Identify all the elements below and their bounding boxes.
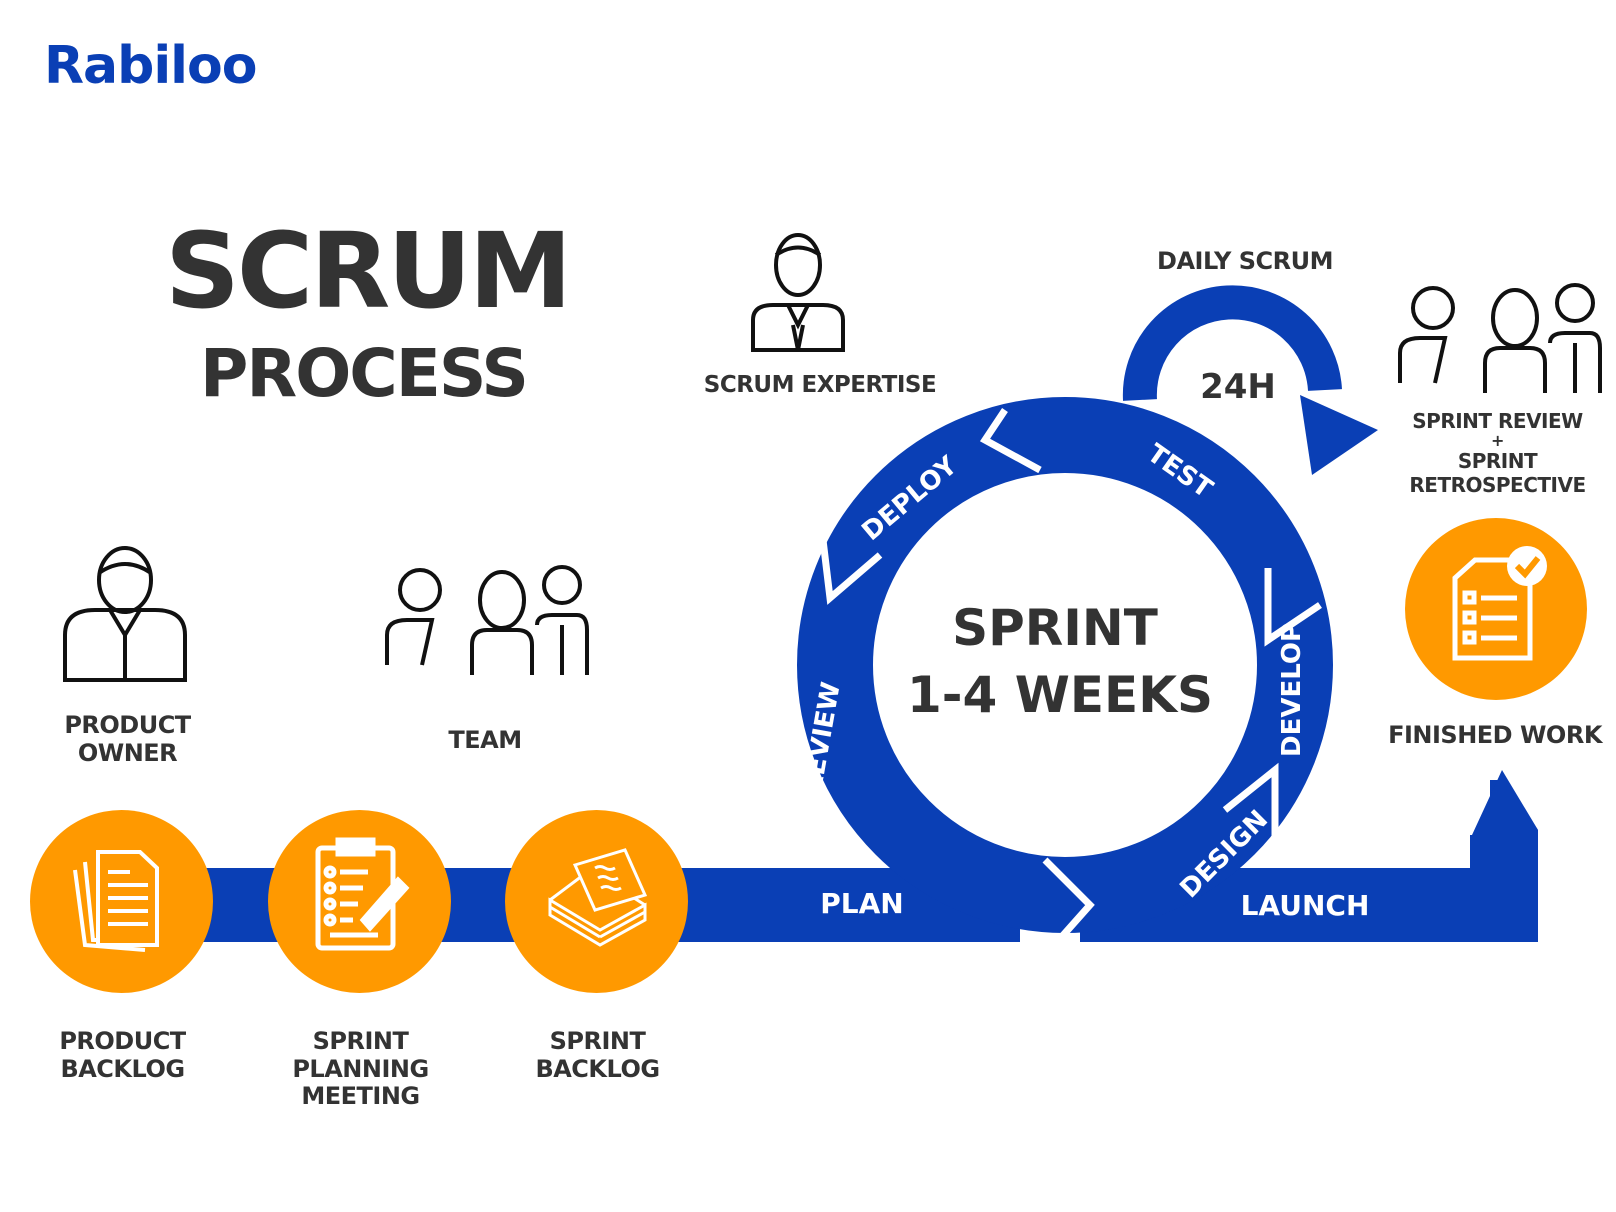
scrum-expertise-label: SCRUM EXPERTISE: [703, 372, 937, 398]
separator: [1264, 568, 1322, 647]
separator: [1222, 762, 1279, 850]
separator: [816, 514, 883, 605]
sprint-review-label: SPRINT REVIEW + SPRINT RETROSPECTIVE: [1390, 409, 1605, 497]
review-group-icon: [1398, 283, 1602, 393]
separator: [1042, 857, 1095, 953]
artifact-sprint-planning: [268, 810, 451, 993]
team-label: TEAM: [448, 726, 522, 754]
title-scrum: SCRUM: [165, 210, 572, 332]
label-line: BACKLOG: [60, 1054, 185, 1083]
product-owner-label: PRODUCT OWNER: [40, 711, 215, 767]
label-line: RETROSPECTIVE: [1409, 473, 1586, 497]
stage-develop: DEVELOP: [1277, 623, 1307, 757]
person-icon: [63, 546, 187, 682]
finished-work-label: FINISHED WORK: [1388, 721, 1602, 749]
launch-arrow: [1080, 780, 1538, 942]
daily-cycle-duration: 24H: [1200, 367, 1276, 407]
label-line: PRODUCT: [64, 711, 191, 739]
title-process: PROCESS: [200, 335, 529, 412]
daily-scrum-label: DAILY SCRUM: [1157, 247, 1333, 275]
label-line: SPRINT: [549, 1027, 646, 1055]
label-line: OWNER: [77, 738, 178, 767]
artifact-label: PRODUCT BACKLOG: [30, 1027, 215, 1083]
sprint-title: SPRINT: [952, 599, 1158, 657]
artifact-sprint-backlog: [505, 810, 688, 993]
label-line: SPRINT: [312, 1027, 409, 1055]
label-line: MEETING: [301, 1082, 420, 1111]
daily-scrum-loop: [1122, 285, 1342, 401]
sprint-duration: 1-4 WEEKS: [907, 666, 1213, 724]
artifact-label: SPRINT PLANNING MEETING: [268, 1027, 453, 1111]
flow-plan: PLAN: [820, 887, 903, 920]
label-line: BACKLOG: [535, 1054, 660, 1083]
label-line: SPRINT REVIEW: [1412, 409, 1583, 433]
paper-stack-icon: [548, 848, 648, 947]
person-tie-icon: [751, 233, 845, 352]
logo-text: Rabiloo: [44, 36, 257, 96]
artifact-product-backlog: [30, 810, 213, 993]
checklist-check-icon: [1452, 546, 1547, 661]
group-icon: [385, 565, 589, 675]
flow-launch: LAUNCH: [1241, 889, 1370, 922]
label-line: SPRINT: [1457, 449, 1538, 473]
separator: [979, 408, 1042, 474]
clipboard-pencil-icon: [315, 837, 410, 951]
daily-scrum-arrowhead: [1300, 395, 1378, 475]
documents-icon: [73, 850, 159, 952]
label-line: +: [1491, 431, 1504, 450]
label-line: PLANNING: [292, 1054, 429, 1083]
finished-work-circle: [1405, 518, 1587, 700]
rabiloo-logo: Rabiloo: [44, 36, 257, 96]
artifact-label: SPRINT BACKLOG: [505, 1027, 690, 1083]
sprint-ring: [797, 397, 1333, 933]
label-line: PRODUCT: [59, 1027, 186, 1055]
